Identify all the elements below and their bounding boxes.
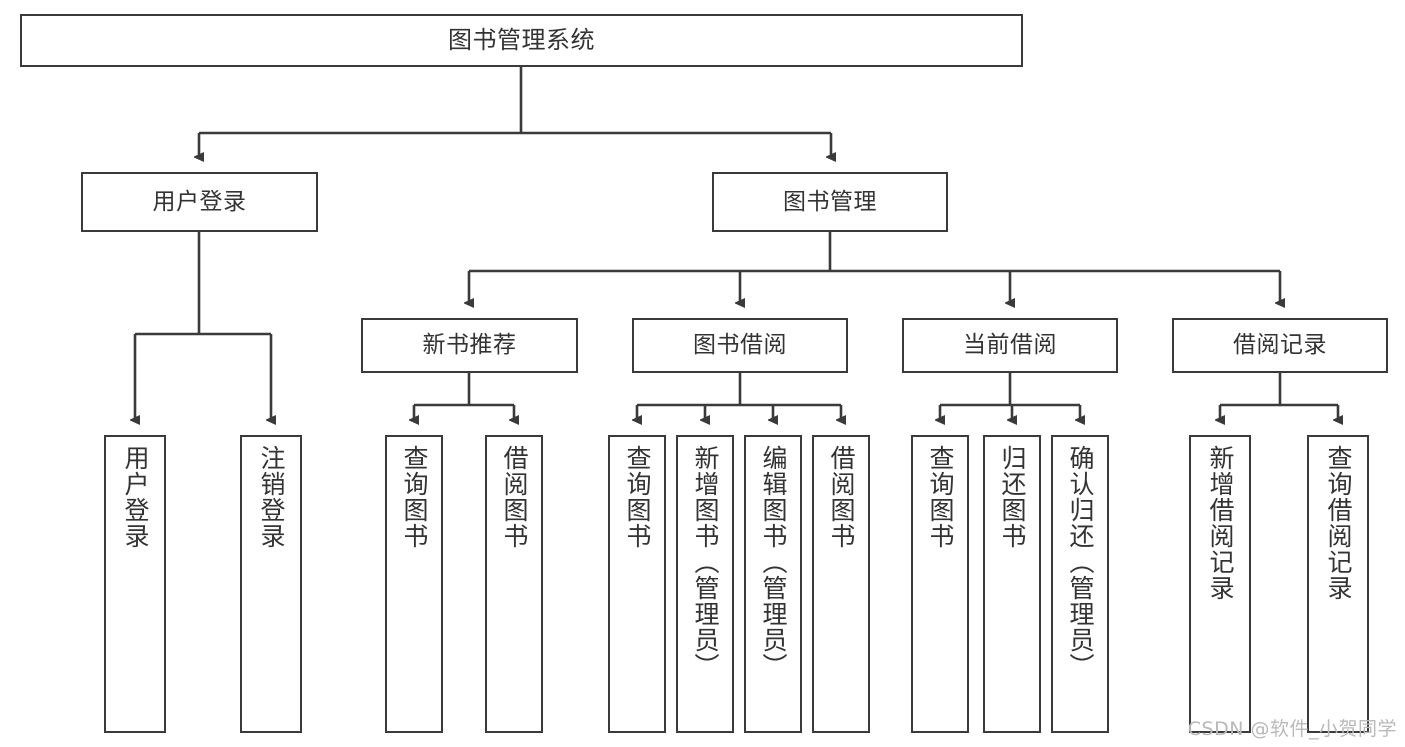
leaf-add-borrow-record[interactable]: 新增借阅记录: [1189, 435, 1251, 733]
leaf-borrow-books-label: 借阅图书: [827, 445, 856, 549]
leaf-query-books-recommend-label: 查询图书: [400, 445, 429, 549]
csdn-watermark: CSDN @软件_小贺同学: [1187, 718, 1397, 740]
leaf-confirm-return-admin[interactable]: 确认归还（管理员）: [1051, 435, 1109, 733]
leaf-add-book-admin[interactable]: 新增图书（管理员）: [676, 435, 734, 733]
leaf-query-books-borrow[interactable]: 查询图书: [608, 435, 666, 733]
node-root[interactable]: 图书管理系统: [20, 14, 1023, 67]
node-new-book-recommend[interactable]: 新书推荐: [361, 318, 578, 373]
node-new-book-recommend-label: 新书推荐: [422, 332, 517, 359]
node-current-borrow[interactable]: 当前借阅: [902, 318, 1118, 373]
leaf-logout-label: 注销登录: [257, 445, 286, 549]
node-root-label: 图书管理系统: [448, 25, 595, 54]
leaf-return-books[interactable]: 归还图书: [983, 435, 1041, 733]
leaf-add-borrow-record-label: 新增借阅记录: [1206, 445, 1235, 601]
node-book-management-label: 图书管理: [783, 188, 877, 215]
leaf-edit-book-admin-label: 编辑图书（管理员）: [759, 445, 788, 679]
leaf-user-login[interactable]: 用户登录: [104, 435, 166, 733]
leaf-query-borrow-record[interactable]: 查询借阅记录: [1307, 435, 1369, 733]
leaf-edit-book-admin[interactable]: 编辑图书（管理员）: [744, 435, 802, 733]
node-borrow-records-label: 借阅记录: [1233, 332, 1327, 359]
leaf-borrow-books[interactable]: 借阅图书: [812, 435, 870, 733]
leaf-logout[interactable]: 注销登录: [240, 435, 302, 733]
leaf-return-books-label: 归还图书: [998, 445, 1027, 549]
leaf-borrow-books-recommend-label: 借阅图书: [500, 445, 529, 549]
leaf-query-books-recommend[interactable]: 查询图书: [385, 435, 443, 733]
node-user-login[interactable]: 用户登录: [81, 172, 318, 232]
leaf-confirm-return-admin-label: 确认归还（管理员）: [1066, 445, 1095, 679]
leaf-add-book-admin-label: 新增图书（管理员）: [691, 445, 720, 679]
leaf-query-books-borrow-label: 查询图书: [623, 445, 652, 549]
leaf-query-books-current[interactable]: 查询图书: [911, 435, 969, 733]
node-book-borrow-label: 图书借阅: [693, 332, 787, 359]
node-book-management[interactable]: 图书管理: [712, 172, 948, 232]
leaf-query-books-current-label: 查询图书: [926, 445, 955, 549]
leaf-user-login-label: 用户登录: [121, 445, 150, 549]
leaf-query-borrow-record-label: 查询借阅记录: [1324, 445, 1353, 601]
leaf-borrow-books-recommend[interactable]: 借阅图书: [485, 435, 543, 733]
node-current-borrow-label: 当前借阅: [963, 332, 1057, 359]
node-book-borrow[interactable]: 图书借阅: [632, 318, 848, 373]
node-user-login-label: 用户登录: [152, 188, 247, 215]
node-borrow-records[interactable]: 借阅记录: [1172, 318, 1388, 373]
